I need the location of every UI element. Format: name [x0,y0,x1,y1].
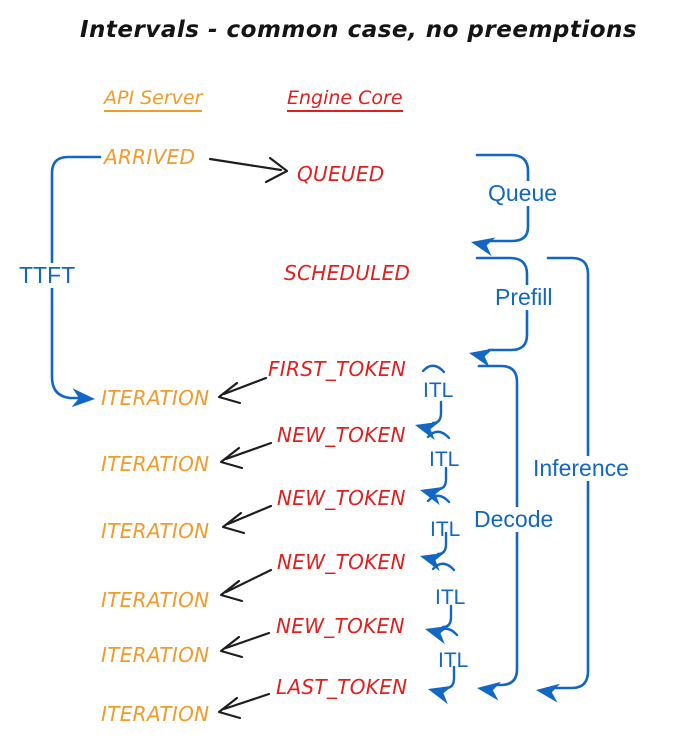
interval-prefill-label: Prefill [492,284,556,311]
event-last-token: LAST_TOKEN [276,675,408,699]
event-iteration-2: ITERATION [101,452,210,476]
interval-itl-label-1: ITL [423,379,454,402]
itl-arrowhead-icon-3 [420,552,445,572]
token-to-iteration-arrow-1 [222,376,268,396]
itl-arc-5 [434,627,459,637]
token-to-iteration-arrow-5 [224,631,271,650]
event-iteration-5: ITERATION [101,643,210,667]
interval-itl-label-4: ITL [435,586,466,609]
token-to-iteration-arrowhead-icon-3 [221,511,246,535]
api-server-header: API Server [104,88,203,112]
ttft-arrowhead-icon [71,388,95,408]
interval-ttft-label: TTFT [16,262,79,289]
token-to-iteration-arrowhead-icon-4 [219,579,244,603]
decode-arrowhead-icon [477,681,502,701]
token-to-iteration-arrow-3 [226,504,273,526]
interval-inference-label: Inference [530,455,632,482]
itl-arc-2 [426,430,451,440]
interval-decode-label: Decode [471,506,557,533]
event-new-token-2: NEW_TOKEN [277,486,406,510]
event-iteration-6: ITERATION [101,702,210,726]
event-iteration-3: ITERATION [101,519,210,543]
token-to-iteration-arrowhead-icon-1 [217,381,242,405]
itl-arrowhead-icon-2 [420,486,445,506]
interval-itl-label-3: ITL [430,518,461,541]
token-to-iteration-arrow-6 [222,692,271,711]
event-scheduled: SCHEDULED [284,261,411,285]
itl-arc-3 [426,494,451,504]
event-new-token-3: NEW_TOKEN [277,550,406,574]
itl-arc-1 [421,364,446,374]
token-to-iteration-arrow-4 [224,568,273,594]
itl-return-arrow-2 [436,466,448,491]
inference-arrowhead-icon [536,683,561,703]
itl-return-arrow-1 [431,400,443,425]
event-queued: QUEUED [297,162,385,186]
itl-arc-4 [431,562,456,572]
event-iteration-4: ITERATION [101,588,210,612]
itl-arrowhead-icon-4 [425,625,450,645]
arrived-to-queued-arrowhead-icon [264,156,289,184]
prefill-arrowhead-icon [469,348,494,368]
token-to-iteration-arrowhead-icon-5 [219,635,244,659]
itl-arrowhead-icon-1 [415,421,440,441]
queue-arrowhead-icon [471,237,496,257]
event-new-token-1: NEW_TOKEN [277,423,406,447]
interval-queue-label: Queue [485,180,561,207]
event-first-token: FIRST_TOKEN [268,357,407,381]
arrived-to-queued-arrow [208,157,283,172]
itl-arrowhead-icon-5 [428,685,453,705]
event-iteration-1: ITERATION [101,386,210,410]
interval-itl-label-2: ITL [429,448,460,471]
event-arrived: ARRIVED [104,145,196,169]
interval-itl-label-5: ITL [438,649,469,672]
event-new-token-4: NEW_TOKEN [276,614,405,638]
itl-return-arrow-4 [441,604,453,629]
diagram-title: Intervals - common case, no preemptions [80,17,638,43]
engine-core-header: Engine Core [287,88,403,112]
token-to-iteration-arrowhead-icon-6 [217,696,242,720]
token-to-iteration-arrow-2 [224,441,273,461]
token-to-iteration-arrowhead-icon-2 [219,446,244,470]
